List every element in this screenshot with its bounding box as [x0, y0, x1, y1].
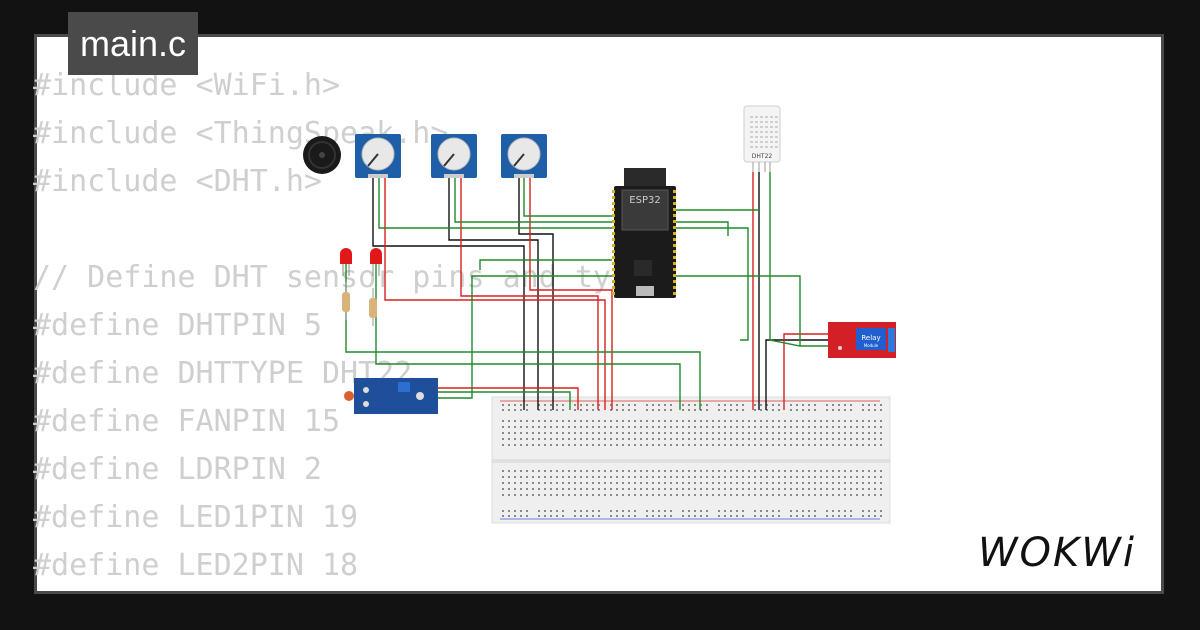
esp32-board: ESP32	[612, 168, 676, 298]
potentiometer-1	[355, 134, 401, 178]
code-line: #include <DHT.h>	[33, 164, 322, 199]
code-line: #include <ThingSpeak.h>	[33, 116, 449, 151]
code-line: #define FANPIN 15	[33, 404, 341, 439]
dht22-grille	[750, 116, 778, 148]
led-2	[370, 248, 382, 276]
resistor-2	[369, 288, 377, 326]
esp32-label: ESP32	[629, 195, 660, 206]
breadboard	[491, 396, 891, 524]
file-tab-main-c[interactable]: main.c	[68, 12, 199, 75]
relay-sublabel: Module	[864, 343, 879, 348]
resistor-1	[342, 282, 350, 320]
code-line: #define DHTPIN 5	[33, 308, 322, 343]
relay-label: Relay	[861, 334, 880, 342]
dht22-sensor: DHT22	[743, 105, 781, 172]
code-line: #define LED1PIN 19	[33, 500, 359, 535]
esp32-pins	[612, 190, 676, 295]
code-line: #define LED2PIN 18	[33, 548, 359, 583]
dht22-label: DHT22	[752, 153, 773, 160]
ldr-module	[344, 378, 438, 414]
code-line: #define LDRPIN 2	[33, 452, 322, 487]
led-1	[340, 248, 352, 276]
wokwi-logo-text: WOKWi	[978, 530, 1136, 576]
potentiometer-2	[431, 134, 477, 178]
buzzer	[303, 136, 341, 174]
wokwi-logo: WOKWi	[978, 530, 1136, 576]
breadboard-holes	[502, 404, 882, 517]
potentiometer-3	[501, 134, 547, 178]
relay-module: Relay Module	[828, 322, 896, 358]
wires	[345, 172, 830, 410]
